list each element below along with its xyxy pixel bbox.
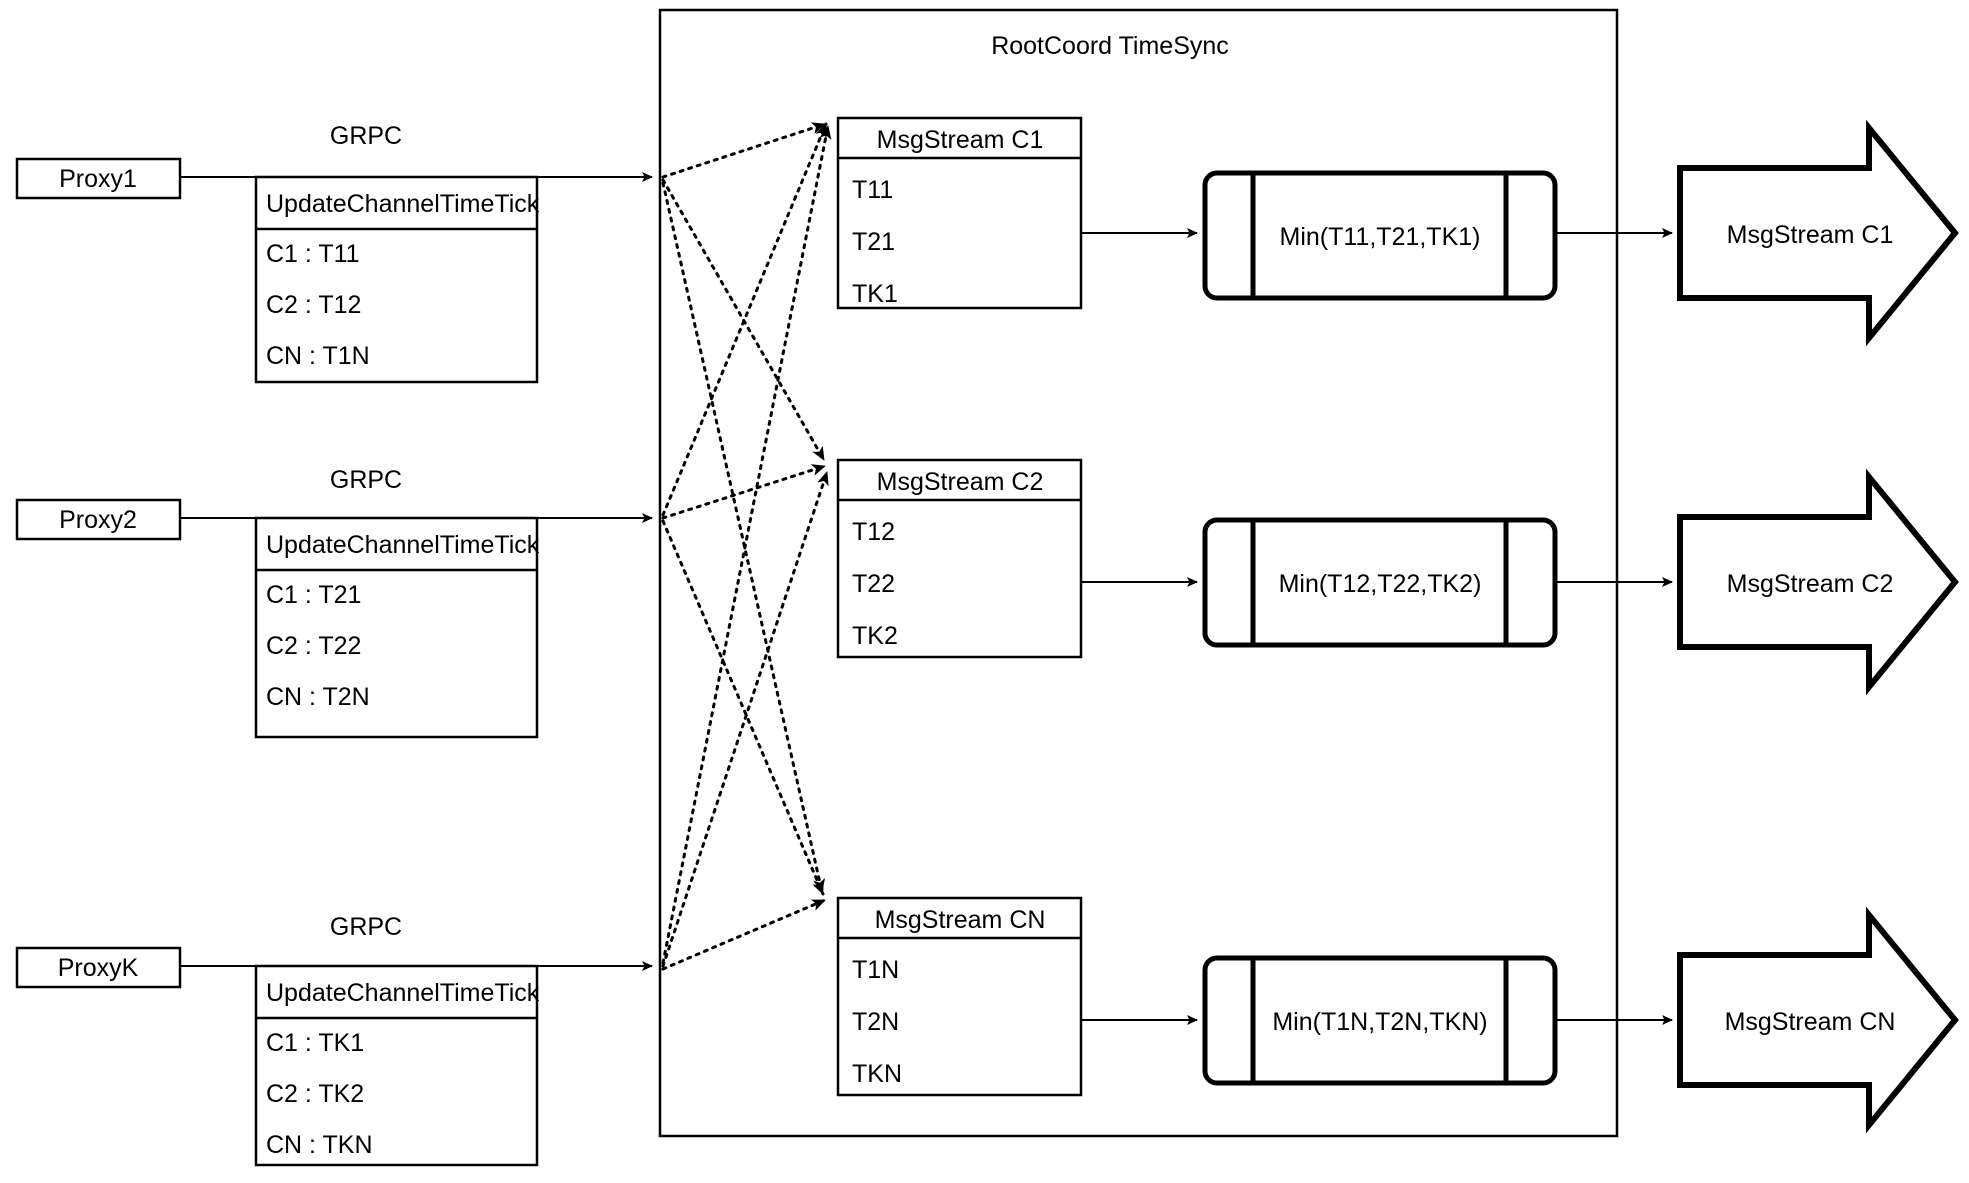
dotted-fanout-edges: [661, 122, 832, 971]
dotted-edge-pk-c1: [661, 124, 832, 965]
timetick-row-3-0: C1 : TK1: [266, 1029, 364, 1057]
timetick-card-3: [254, 964, 539, 1167]
timetick-header-3: UpdateChannelTimeTick: [266, 979, 540, 1007]
timetick-row-3-1: C2 : TK2: [266, 1080, 364, 1108]
min-process-label-1: Min(T11,T21,TK1): [1280, 223, 1481, 251]
grpc-label-3: GRPC: [330, 913, 402, 941]
proxy-box-1[interactable]: [15, 157, 182, 200]
proxy-box-3[interactable]: [15, 946, 182, 989]
dotted-edge-pk-c2: [661, 470, 829, 968]
output-arrow-shape-1: [1677, 119, 1959, 347]
dotted-edge-p2-c2: [661, 464, 827, 520]
msgstream-header-1: MsgStream C1: [877, 126, 1044, 154]
timetick-row-1-2: CN : T1N: [266, 342, 370, 370]
timetick-row-2-1: C2 : T22: [266, 632, 361, 660]
timetick-row-1-0: C1 : T11: [266, 240, 360, 268]
min-process-label-3: Min(T1N,T2N,TKN): [1272, 1008, 1487, 1036]
rootcoord-title: RootCoord TimeSync: [991, 32, 1229, 60]
output-arrow-label-1: MsgStream C1: [1727, 221, 1894, 249]
msgstream-header-3: MsgStream CN: [875, 906, 1046, 934]
output-arrow-label-3: MsgStream CN: [1725, 1008, 1896, 1036]
msgstream-card-3: [836, 896, 1083, 1097]
msgstream-row-2-0: T12: [852, 518, 895, 546]
dotted-edge-p1-c1: [661, 122, 827, 179]
grpc-label-2: GRPC: [330, 466, 402, 494]
timetick-header-1: UpdateChannelTimeTick: [266, 190, 540, 218]
msgstream-header-2: MsgStream C2: [877, 468, 1044, 496]
msgstream-row-2-1: T22: [852, 570, 895, 598]
msgstream-row-1-2: TK1: [852, 280, 898, 308]
timetick-row-3-2: CN : TKN: [266, 1131, 373, 1159]
dotted-edge-p1-cn: [661, 181, 826, 894]
msgstream-row-2-2: TK2: [852, 622, 898, 650]
timetick-row-2-2: CN : T2N: [266, 683, 370, 711]
proxy-label-2: Proxy2: [59, 506, 137, 534]
msgstream-row-3-1: T2N: [852, 1008, 899, 1036]
msgstream-row-3-2: TKN: [852, 1060, 902, 1088]
proxy-label-1: Proxy1: [59, 165, 137, 193]
timetick-row-1-1: C2 : T12: [266, 291, 361, 319]
min-process-label-2: Min(T12,T22,TK2): [1279, 570, 1482, 598]
msgstream-row-1-1: T21: [852, 228, 895, 256]
proxy-label-3: ProxyK: [58, 954, 139, 982]
grpc-label-1: GRPC: [330, 122, 402, 150]
timetick-row-2-0: C1 : T21: [266, 581, 361, 609]
timetick-card-2: [254, 516, 539, 739]
msgstream-card-2: [836, 458, 1083, 659]
timetick-card-1: [254, 175, 539, 384]
output-arrow-shape-2: [1677, 468, 1959, 696]
timetick-header-2: UpdateChannelTimeTick: [266, 531, 540, 559]
output-arrow-label-2: MsgStream C2: [1727, 570, 1894, 598]
dotted-edge-pk-cn: [661, 898, 827, 971]
msgstream-row-1-0: T11: [852, 176, 893, 204]
min-process-box-1: [1202, 170, 1558, 301]
output-arrow-shape-3: [1677, 906, 1959, 1134]
proxy-box-2[interactable]: [15, 498, 182, 541]
msgstream-row-3-0: T1N: [852, 956, 899, 984]
msgstream-card-1: [836, 116, 1083, 310]
dotted-edge-p2-c1: [661, 122, 828, 517]
